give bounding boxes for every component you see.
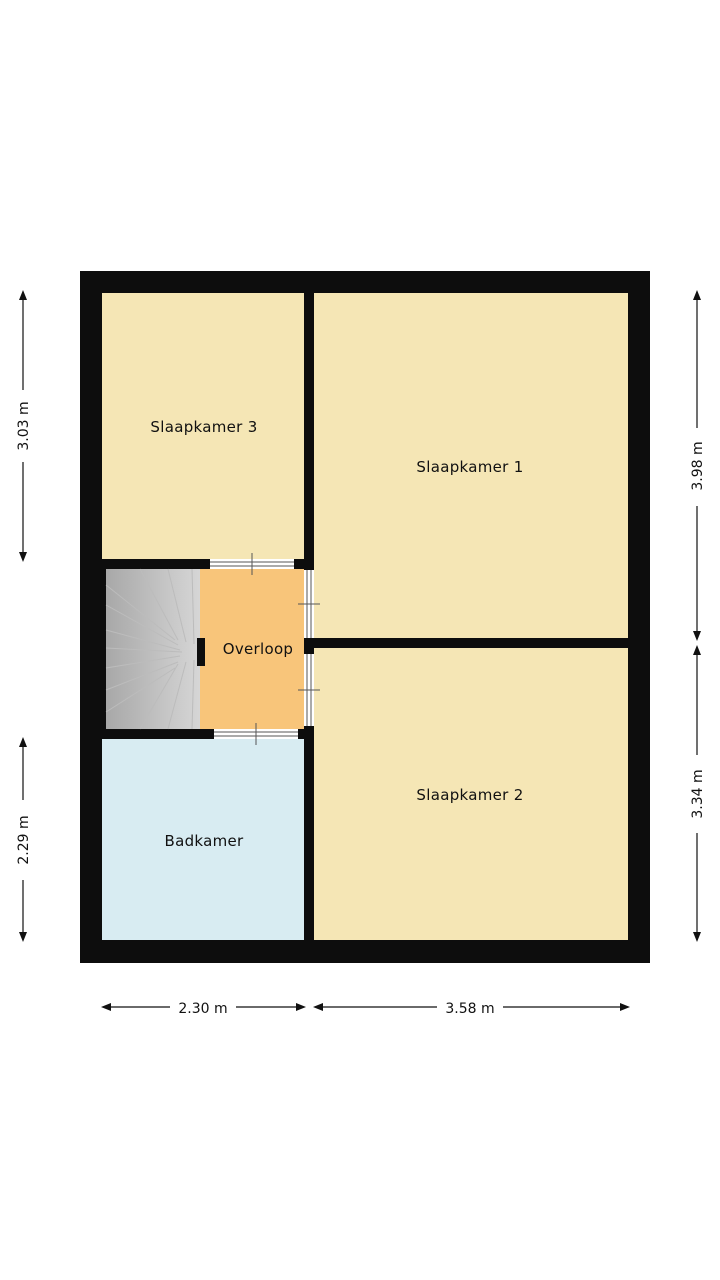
dimension-label-bottom-right: 3.58 m — [445, 1001, 494, 1017]
room-overloop — [200, 569, 304, 729]
door-slaapkamer-3 — [210, 553, 294, 575]
dimension-bottom-left: 2.30 m — [101, 1001, 306, 1017]
label-slaapkamer-1: Slaapkamer 1 — [416, 458, 523, 476]
label-slaapkamer-2: Slaapkamer 2 — [416, 786, 523, 804]
dimension-right-top: 3.98 m — [690, 290, 706, 641]
label-slaapkamer-3: Slaapkamer 3 — [150, 418, 257, 436]
staircase — [105, 568, 205, 730]
dimension-label-right-top: 3.98 m — [690, 441, 706, 490]
dimension-bottom-right: 3.58 m — [313, 1001, 630, 1017]
label-overloop: Overloop — [223, 640, 294, 658]
door-badkamer — [214, 723, 298, 745]
dimension-label-left-top: 3.03 m — [16, 401, 32, 450]
room-badkamer — [102, 739, 304, 940]
dimension-left-bottom: 2.29 m — [16, 737, 32, 942]
dimension-right-bottom: 3.34 m — [690, 645, 706, 942]
dimension-left-top: 3.03 m — [16, 290, 32, 562]
room-slaapkamer-2 — [314, 648, 628, 940]
room-slaapkamer-1 — [314, 293, 628, 638]
room-slaapkamer-3 — [102, 293, 304, 559]
door-slaapkamer-2 — [298, 654, 320, 726]
dimension-label-left-bottom: 2.29 m — [16, 815, 32, 864]
label-badkamer: Badkamer — [164, 832, 244, 850]
door-slaapkamer-1 — [298, 570, 320, 638]
dimension-label-right-bottom: 3.34 m — [690, 769, 706, 818]
dimension-label-bottom-left: 2.30 m — [178, 1001, 227, 1017]
